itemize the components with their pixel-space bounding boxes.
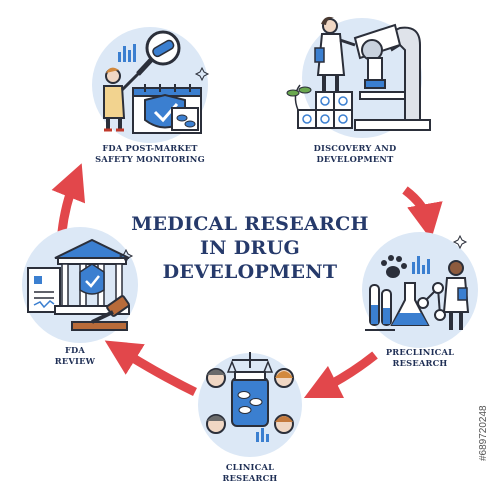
stage-label-line-1: FDA POST-MARKET xyxy=(102,143,198,153)
bar-chart-icon xyxy=(256,428,269,442)
microscope-icon xyxy=(353,23,431,131)
arrow-discovery-to-preclinical xyxy=(402,186,443,240)
title-line-1: MEDICAL RESEARCH xyxy=(131,213,369,235)
stage-label-line-1: DISCOVERY AND xyxy=(313,143,397,153)
molecule-icon xyxy=(417,282,446,321)
diagram-title: MEDICAL RESEARCH IN DRUG DEVELOPMENT xyxy=(130,212,370,284)
stage-label-line-1: CLINICAL xyxy=(225,462,275,472)
stage-label-line-1: FDA xyxy=(64,345,86,355)
cycle-arrows xyxy=(51,163,443,399)
stage-label-line-2: RESEARCH xyxy=(222,473,278,483)
stage-label-preclinical: PRECLINICAL RESEARCH xyxy=(370,347,470,369)
plant-icon xyxy=(286,84,312,111)
sparkle-icon xyxy=(118,248,134,264)
title-line-3: DEVELOPMENT xyxy=(162,261,338,283)
stage-label-clinical: CLINICAL RESEARCH xyxy=(200,462,300,484)
clinical-illustration xyxy=(198,352,302,457)
arrow-fda-review-to-post-market xyxy=(51,163,86,233)
arrow-clinical-to-fda-review xyxy=(104,340,197,397)
stock-id-watermark: #689720248 xyxy=(478,405,489,461)
test-tubes-icon xyxy=(365,284,395,331)
magnifier-icon xyxy=(136,30,181,76)
molecule-blocks xyxy=(297,91,353,129)
bar-chart-icon xyxy=(412,256,430,274)
analyst-person-icon xyxy=(103,67,142,132)
scientist-icon xyxy=(314,16,356,95)
capsule-icon xyxy=(231,371,269,427)
discovery-illustration xyxy=(286,16,431,138)
document-icon xyxy=(27,267,61,313)
stage-label-line-2: REVIEW xyxy=(54,356,96,366)
stage-label-discovery: DISCOVERY AND DEVELOPMENT xyxy=(295,143,415,165)
title-line-2: IN DRUG xyxy=(199,237,301,259)
fda-review-illustration xyxy=(22,227,138,343)
stage-label-line-1: PRECLINICAL xyxy=(385,347,455,357)
paw-icon xyxy=(381,255,407,278)
sparkle-icon xyxy=(452,234,468,250)
people-icon xyxy=(206,368,294,434)
scales-icon xyxy=(226,352,274,373)
sparkle-icon xyxy=(194,66,210,82)
preclinical-illustration xyxy=(362,232,478,348)
stage-label-line-2: SAFETY MONITORING xyxy=(95,154,205,164)
bank-building-icon xyxy=(54,238,130,315)
gavel-icon xyxy=(71,295,130,331)
stage-label-fda-review: FDA REVIEW xyxy=(45,345,105,367)
pill-box-icon xyxy=(171,107,199,131)
flask-icon xyxy=(390,282,430,326)
stage-label-line-2: RESEARCH xyxy=(392,358,448,368)
scientist-icon xyxy=(442,260,470,330)
arrow-preclinical-to-clinical xyxy=(303,351,378,399)
stage-label-post-market: FDA POST-MARKET SAFETY MONITORING xyxy=(75,143,225,165)
bar-chart-icon xyxy=(118,44,136,62)
post-market-illustration xyxy=(92,27,210,143)
stage-label-line-2: DEVELOPMENT xyxy=(316,154,394,164)
